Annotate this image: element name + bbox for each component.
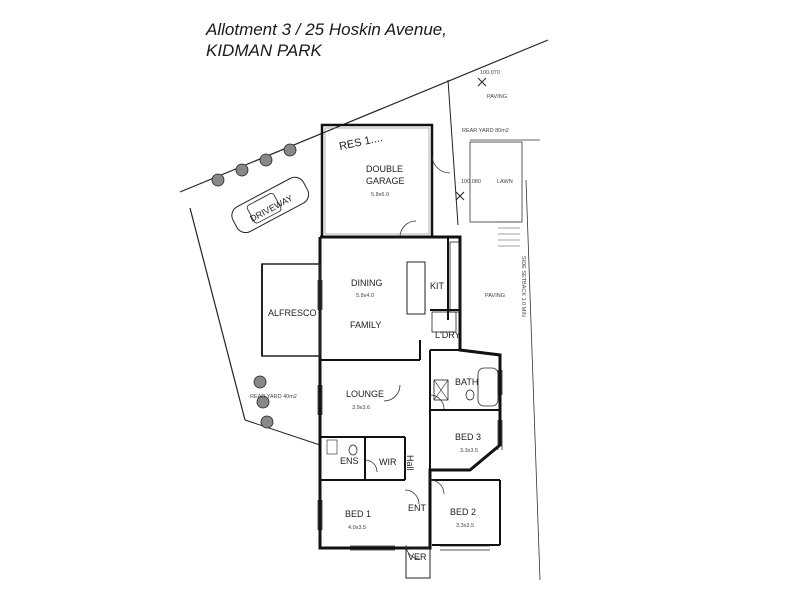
steps-right: [498, 221, 520, 247]
kitchen-label: KIT: [430, 281, 445, 291]
garage-label-2: GARAGE: [366, 176, 405, 186]
laundry-label: L'DRY: [435, 330, 461, 340]
bathtub-icon: [477, 367, 499, 407]
shower-icon: [433, 379, 449, 401]
boundary-left: [189, 207, 246, 421]
kitchen-island: [406, 261, 426, 315]
wir-label: WIR: [379, 457, 397, 467]
windows: [317, 280, 503, 551]
level-mark-mid-icon: [455, 191, 465, 201]
internal-walls: [320, 237, 501, 546]
garage-inner: [324, 127, 430, 235]
bed3-size: 3.3x3.5: [460, 448, 478, 454]
boundary-top: [179, 39, 549, 193]
boundary-right: [525, 179, 541, 581]
bed2-size: 3.3x3.5: [456, 523, 474, 529]
verandah-label: VER: [408, 552, 427, 562]
paving-right-label: PAVING: [485, 293, 505, 299]
verandah-area: [405, 547, 431, 579]
bed1-size: 4.0x3.5: [348, 525, 366, 531]
tree-row-top: [211, 143, 297, 187]
door-swings: [364, 154, 451, 560]
laundry-tub-icon: [431, 311, 457, 333]
res-label: RES 1....: [338, 132, 384, 153]
paving-top-label: PAVING: [487, 94, 507, 100]
dining-label: DINING: [351, 278, 383, 288]
dining-size: 5.8x4.0: [356, 293, 374, 299]
rear-yard-right-label: REAR YARD 80m2: [462, 128, 509, 134]
address-line: Allotment 3 / 25 Hoskin Avenue,: [206, 20, 447, 39]
ens-basin-icon: [326, 439, 338, 455]
bed2-label: BED 2: [450, 507, 476, 517]
garage-label: DOUBLE: [366, 164, 403, 174]
boundary-divider: [447, 79, 459, 226]
suburb-line: KIDMAN PARK: [206, 41, 322, 60]
hall-label: Hall: [405, 455, 415, 471]
rear-yard-left-label: REAR YARD 40m2: [250, 394, 297, 400]
level-mark-mid: 100.080: [461, 179, 481, 185]
lawn-label: LAWN: [497, 179, 513, 185]
bath-label: BATH: [455, 377, 478, 387]
entry-label: ENT: [408, 503, 427, 513]
boundary-left-lower: [244, 419, 321, 446]
tree-row-left: [253, 375, 274, 429]
level-mark-top-icon: [477, 77, 487, 87]
lounge-size: 3.9x3.6: [352, 405, 370, 411]
lounge-label: LOUNGE: [346, 389, 384, 399]
ens-toilet-icon: [348, 444, 358, 456]
garage-size: 5.8x6.0: [371, 192, 389, 198]
bed3-label: BED 3: [455, 432, 481, 442]
toilet-icon: [465, 389, 475, 401]
ensuite-label: ENS: [340, 456, 359, 466]
car-icon: [231, 176, 310, 234]
side-note: SIDE SETBACK 1.0 MIN: [520, 256, 526, 317]
family-label: FAMILY: [350, 320, 381, 330]
level-mark-top: 100.070: [480, 70, 500, 76]
lawn-area: [469, 141, 523, 223]
bed1-label: BED 1: [345, 509, 371, 519]
alfresco-label: ALFRESCO: [268, 308, 317, 318]
